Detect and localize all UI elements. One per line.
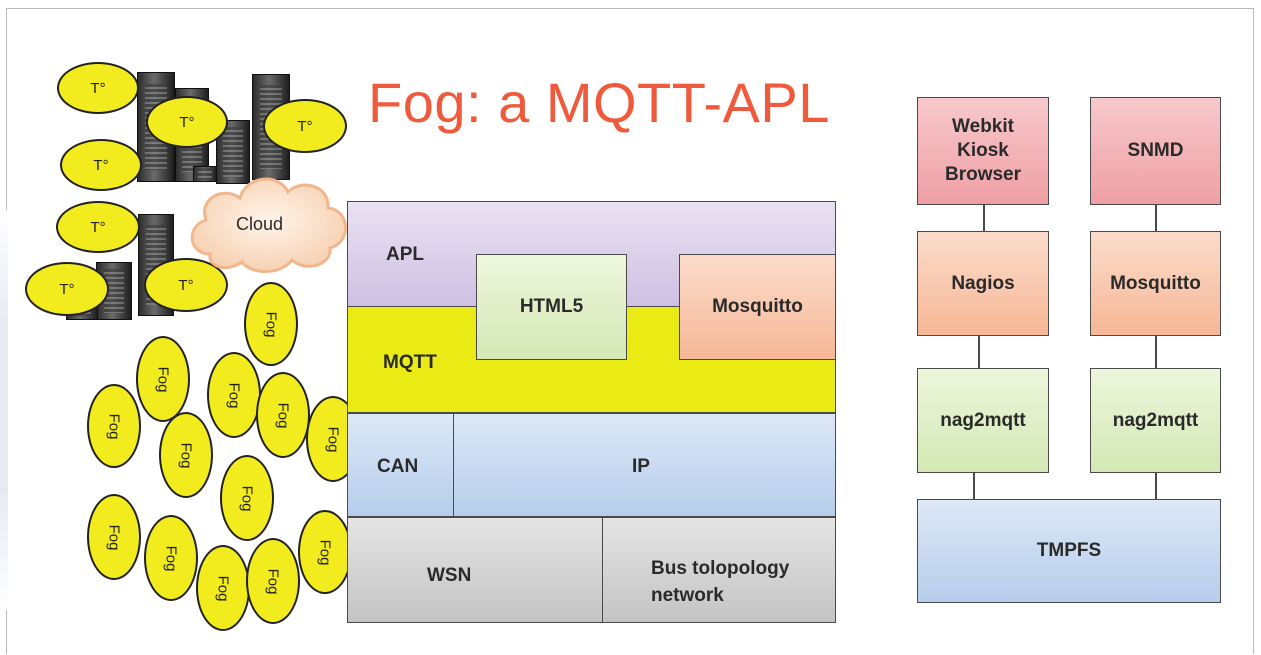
- fog-label: Fog: [105, 413, 123, 439]
- webkit-kiosk-browser-block: Webkit Kiosk Browser: [917, 97, 1049, 205]
- thermo-label: T°: [178, 276, 194, 294]
- thermo-label: T°: [90, 218, 106, 236]
- fog-label: Fog: [262, 311, 280, 337]
- connector-line: [1155, 205, 1157, 231]
- fog-label: Fog: [162, 545, 180, 571]
- connector-line: [983, 205, 985, 231]
- tmpfs-block: TMPFS: [917, 499, 1221, 603]
- bus-topology-label-line1: Bus tolopology: [651, 558, 790, 579]
- bus-topology-layer: [602, 517, 836, 623]
- fog-node: Fog: [220, 455, 274, 541]
- fog-label: Fog: [105, 524, 123, 550]
- html5-block: HTML5: [476, 254, 627, 360]
- bus-topology-label-line2: network: [651, 585, 724, 606]
- nag2mqtt-right-block: nag2mqtt: [1090, 368, 1221, 473]
- thermometer-node: T°: [57, 62, 139, 114]
- fog-node: Fog: [159, 412, 213, 498]
- ip-label: IP: [632, 456, 650, 477]
- fog-node: Fog: [207, 352, 261, 438]
- fog-label: Fog: [324, 426, 342, 452]
- server-rack: [193, 166, 217, 182]
- fog-node: Fog: [136, 336, 190, 422]
- fog-label: Fog: [274, 402, 292, 428]
- nagios-block: Nagios: [917, 231, 1049, 336]
- snmd-block: SNMD: [1090, 97, 1221, 205]
- left-accent-band: [0, 210, 8, 610]
- wsn-label: WSN: [427, 565, 472, 586]
- thermo-label: T°: [59, 280, 75, 298]
- nag2mqtt-left-block: nag2mqtt: [917, 368, 1049, 473]
- webkit-line1: Webkit: [952, 116, 1014, 138]
- mqtt-label: MQTT: [383, 352, 437, 373]
- thermo-label: T°: [93, 156, 109, 174]
- connector-line: [978, 336, 980, 368]
- fog-node: Fog: [256, 372, 310, 458]
- cloud-icon: [190, 177, 347, 273]
- thermo-label: T°: [297, 117, 313, 135]
- webkit-line3: Browser: [944, 163, 1022, 185]
- fog-label: Fog: [316, 539, 334, 565]
- ip-layer: [453, 413, 836, 517]
- wsn-layer: [347, 517, 604, 623]
- apl-label: APL: [386, 244, 424, 265]
- thermometer-node: T°: [144, 258, 228, 312]
- fog-label: Fog: [177, 442, 195, 468]
- mosquitto-block: Mosquitto: [679, 254, 836, 360]
- fog-node: Fog: [244, 282, 298, 366]
- fog-node: Fog: [298, 510, 352, 594]
- can-label: CAN: [377, 456, 419, 477]
- fog-node: Fog: [87, 494, 141, 580]
- thermometer-node: T°: [25, 262, 109, 316]
- thermometer-node: T°: [146, 96, 228, 148]
- fog-node: Fog: [196, 545, 250, 631]
- fog-label: Fog: [264, 568, 282, 594]
- fog-label: Fog: [154, 366, 172, 392]
- thermometer-node: T°: [56, 201, 140, 253]
- mosquitto-service-block: Mosquitto: [1090, 231, 1221, 336]
- webkit-line2: Kiosk: [957, 140, 1009, 162]
- fog-label: Fog: [238, 485, 256, 511]
- fog-node: Fog: [144, 515, 198, 601]
- thermo-label: T°: [179, 113, 195, 131]
- fog-node: Fog: [246, 538, 300, 624]
- connector-line: [1155, 336, 1157, 368]
- fog-label: Fog: [225, 382, 243, 408]
- slide-title: Fog: a MQTT-APL: [368, 71, 830, 134]
- connector-line: [973, 473, 975, 499]
- fog-node: Fog: [87, 384, 141, 468]
- thermo-label: T°: [90, 79, 106, 97]
- cloud-label: Cloud: [236, 214, 284, 234]
- thermometer-node: T°: [60, 139, 142, 191]
- thermometer-node: T°: [263, 99, 347, 153]
- connector-line: [1155, 473, 1157, 499]
- fog-label: Fog: [214, 575, 232, 601]
